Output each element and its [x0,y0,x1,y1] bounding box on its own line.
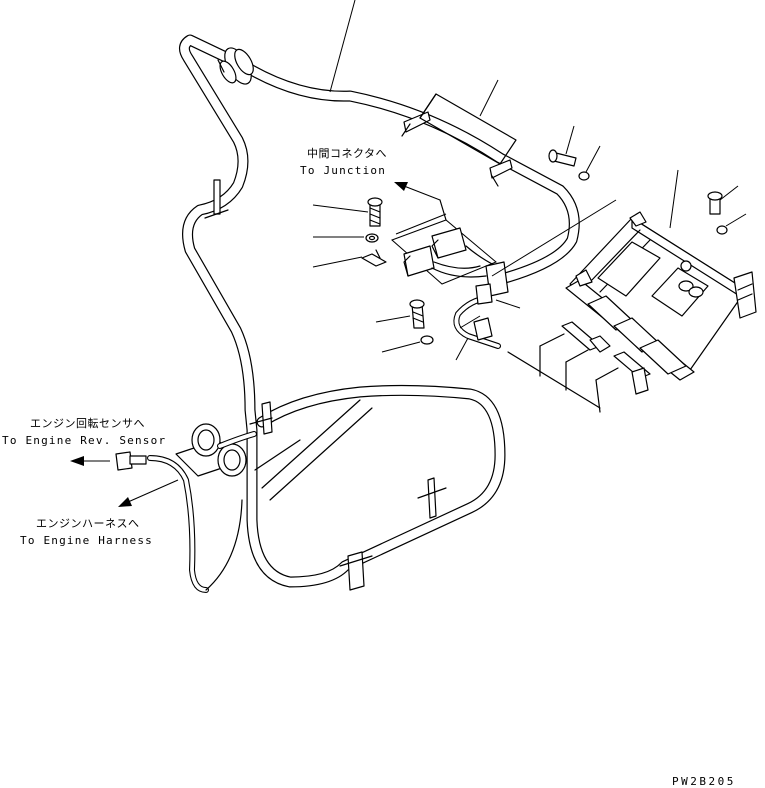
harness-clamps [204,111,513,591]
fastener-set-ecu [548,125,747,235]
fastener-set-top [312,197,387,268]
label-junction-en: To Junction [300,164,386,177]
drawing-code: PW2B205 [672,775,736,788]
leader-main-harness [329,0,356,93]
harness-sleeve [419,79,517,165]
label-junction-ja: 中間コネクタへ [307,147,387,160]
center-connectors [391,199,509,297]
sensor-connectors [115,423,257,593]
label-harness-ja: エンジンハーネスへ [36,517,140,530]
label-harness-en: To Engine Harness [20,534,153,547]
label-rev-sensor-en: To Engine Rev. Sensor [2,434,166,447]
ecu-plugs [507,321,651,413]
fastener-set-mid [375,299,434,353]
controller-ecu [565,169,757,381]
lower-branch [453,283,521,361]
main-harness [179,34,580,588]
grommet [217,47,254,85]
leader-ecu-harness [491,199,617,277]
direction-arrows [70,182,441,507]
label-rev-sensor-ja: エンジン回転センサへ [30,417,145,430]
